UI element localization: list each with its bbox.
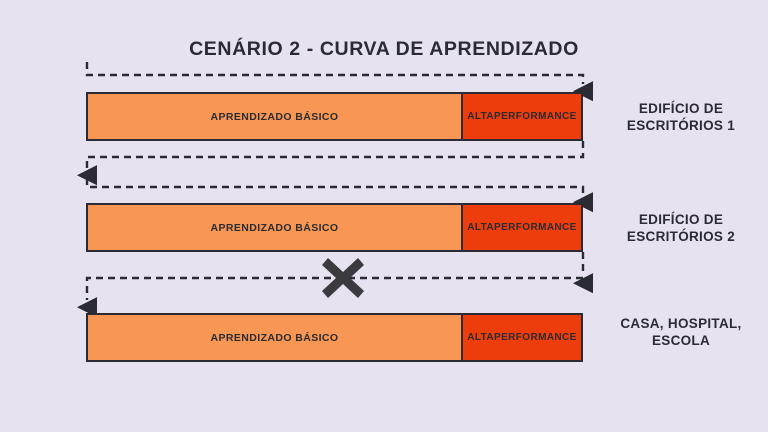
category-label-line1: CASA, HOSPITAL, (620, 316, 742, 331)
category-label-edificio-escritorios-2: EDIFÍCIO DE ESCRITÓRIOS 2 (596, 212, 766, 246)
segment-alta-performance-line1: ALTA (467, 221, 495, 233)
segment-aprendizado-basico: APRENDIZADO BÁSICO (88, 205, 461, 250)
x-mark-icon (322, 258, 364, 298)
segment-alta-performance-line1: ALTA (467, 331, 495, 343)
segment-alta-performance-line1: ALTA (467, 110, 495, 122)
segment-aprendizado-basico: APRENDIZADO BÁSICO (88, 94, 461, 139)
category-label-casa-hospital-escola: CASA, HOSPITAL, ESCOLA (596, 316, 766, 350)
connector-arrow-1 (85, 62, 594, 102)
category-label-line2: ESCRITÓRIOS 1 (626, 117, 736, 133)
bar-row-edificio-escritorios-1: APRENDIZADO BÁSICO ALTA PERFORMANCE (86, 92, 583, 141)
segment-alta-performance-line2: PERFORMANCE (494, 331, 577, 343)
segment-alta-performance: ALTA PERFORMANCE (461, 315, 581, 360)
category-label-line2: ESCRITÓRIOS 2 (626, 228, 736, 244)
segment-aprendizado-basico: APRENDIZADO BÁSICO (88, 315, 461, 360)
bar-row-casa-hospital-escola: APRENDIZADO BÁSICO ALTA PERFORMANCE (86, 313, 583, 362)
segment-alta-performance: ALTA PERFORMANCE (461, 205, 581, 250)
segment-alta-performance: ALTA PERFORMANCE (461, 94, 581, 139)
category-label-edificio-escritorios-1: EDIFÍCIO DE ESCRITÓRIOS 1 (596, 101, 766, 135)
page-title: CENÁRIO 2 - CURVA DE APRENDIZADO (189, 38, 579, 60)
category-label-line1: EDIFÍCIO DE (638, 101, 724, 116)
connector-arrow-3 (85, 178, 594, 213)
category-label-line1: EDIFÍCIO DE (638, 212, 724, 227)
connector-arrow-4 (76, 252, 594, 318)
bar-row-edificio-escritorios-2: APRENDIZADO BÁSICO ALTA PERFORMANCE (86, 203, 583, 252)
segment-alta-performance-line2: PERFORMANCE (494, 110, 577, 122)
category-label-line2: ESCOLA (651, 332, 711, 348)
segment-alta-performance-line2: PERFORMANCE (494, 221, 577, 233)
connector-arrow-2 (76, 141, 585, 186)
